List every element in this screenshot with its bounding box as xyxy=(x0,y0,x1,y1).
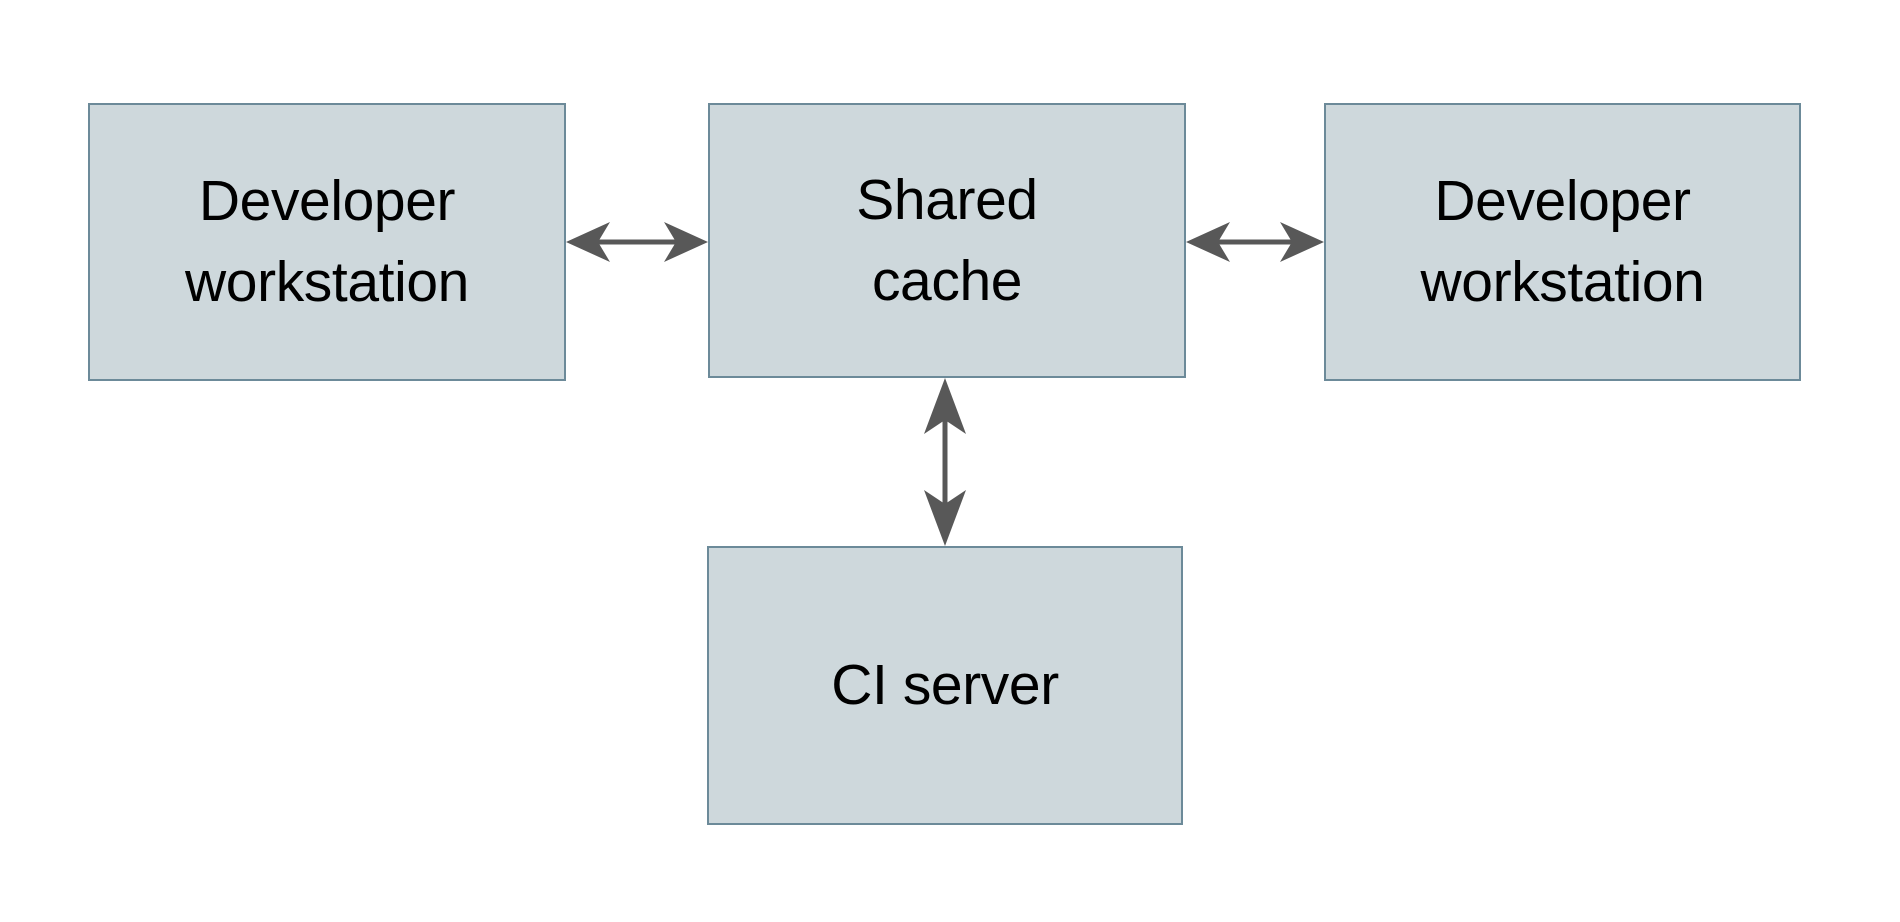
node-label: Developer workstation xyxy=(1420,169,1705,314)
arrowhead-right-east xyxy=(1280,222,1324,262)
arrowhead-right-west xyxy=(1186,222,1230,262)
edge-sharedcache-devright xyxy=(1186,222,1324,262)
node-developer-workstation-right[interactable]: Developer workstation xyxy=(1324,103,1801,381)
node-ci-server[interactable]: CI server xyxy=(707,546,1183,825)
edge-sharedcache-ciserver xyxy=(924,378,966,546)
node-label: CI server xyxy=(831,653,1059,718)
arrowhead-left-west xyxy=(566,222,610,262)
arrowhead-vertical-north xyxy=(924,378,966,434)
node-label: Developer workstation xyxy=(185,169,469,314)
node-label: Shared cache xyxy=(856,167,1038,313)
arrowhead-left-east xyxy=(664,222,708,262)
node-shared-cache[interactable]: Shared cache xyxy=(708,103,1186,378)
arrowhead-vertical-south xyxy=(924,490,966,546)
node-developer-workstation-left[interactable]: Developer workstation xyxy=(88,103,566,381)
edge-devleft-sharedcache xyxy=(566,222,708,262)
